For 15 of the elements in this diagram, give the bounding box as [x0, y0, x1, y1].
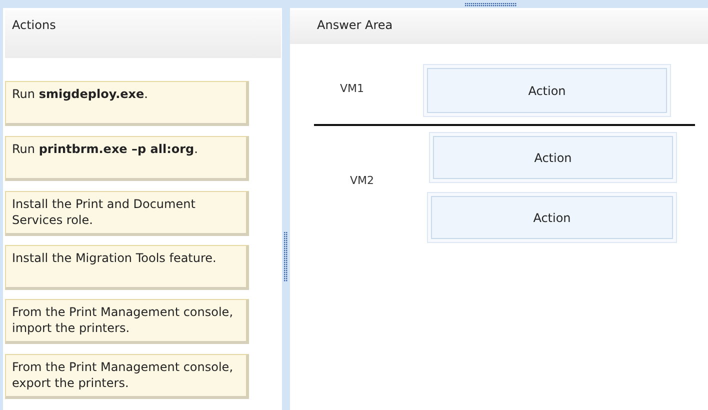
answer-slot: Action: [429, 132, 677, 183]
action-card: From the Print Management console, import the printers.: [5, 299, 249, 344]
action-card: Run printbrm.exe –p all:org.: [5, 136, 249, 181]
panel: [3, 8, 282, 410]
answer-slot: Action: [423, 64, 671, 117]
action-card: From the Print Management console, export the printers.: [5, 354, 249, 399]
answer-slot: Action: [427, 192, 677, 243]
action-card: Run smigdeploy.exe.: [5, 81, 249, 126]
row-label: VM2: [350, 174, 374, 187]
action-card: Install the Print and Document Services role.: [5, 191, 249, 236]
action-card: Install the Migration Tools feature.: [5, 245, 249, 290]
panel-header: Actions: [5, 10, 281, 58]
panel-header: Answer Area: [290, 10, 708, 44]
panel: [290, 8, 708, 410]
row-label: VM1: [340, 82, 364, 95]
